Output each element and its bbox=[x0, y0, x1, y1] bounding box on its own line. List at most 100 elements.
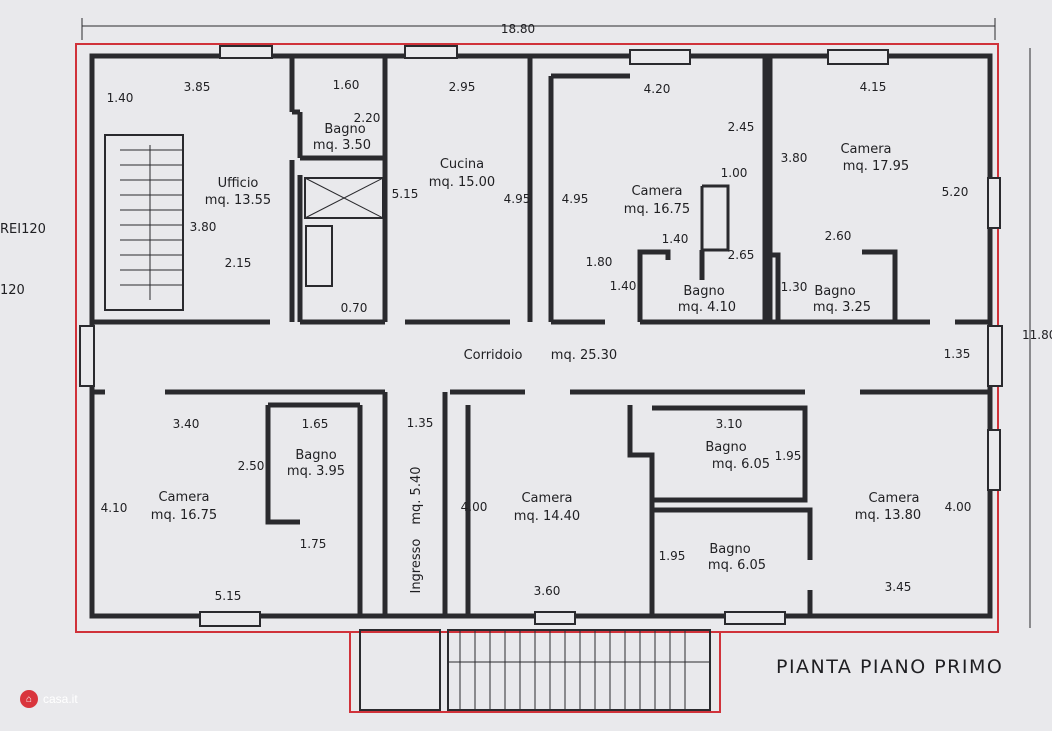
dim: 1.00 bbox=[721, 166, 748, 180]
wall bbox=[652, 507, 813, 560]
dim: 5.15 bbox=[215, 589, 242, 603]
brand-watermark: ⌂ casa.it bbox=[20, 690, 78, 708]
dim: 3.60 bbox=[534, 584, 561, 598]
dim: 1.95 bbox=[659, 549, 686, 563]
exterior-wall bbox=[89, 53, 993, 619]
room-name-camera-e: Camera bbox=[868, 491, 919, 506]
dim: 1.30 bbox=[781, 280, 808, 294]
room-labels: Ufficio mq. 13.55 Bagno mq. 3.50 Cucina … bbox=[151, 122, 921, 594]
room-name-cucina: Cucina bbox=[440, 157, 484, 172]
dim: 2.20 bbox=[354, 111, 381, 125]
left-note-rei: REI120 bbox=[0, 222, 46, 237]
shower-cross bbox=[304, 177, 384, 219]
stairwell bbox=[104, 134, 184, 311]
dim: 1.35 bbox=[944, 347, 971, 361]
dim: 3.40 bbox=[173, 417, 200, 431]
room-area-ufficio: mq. 13.55 bbox=[205, 193, 271, 208]
room-area-bagno-f: mq. 6.05 bbox=[708, 558, 766, 573]
room-area-bagno-e: mq. 6.05 bbox=[712, 457, 770, 472]
dim: 3.85 bbox=[184, 80, 211, 94]
room-name-camera-a: Camera bbox=[631, 184, 682, 199]
room-area-cucina: mq. 15.00 bbox=[429, 175, 495, 190]
dim: 2.45 bbox=[728, 120, 755, 134]
stair-treads bbox=[120, 145, 183, 300]
dim: 3.10 bbox=[716, 417, 743, 431]
dim: 1.35 bbox=[407, 416, 434, 430]
room-name-camera-d: Camera bbox=[521, 491, 572, 506]
stair-outline bbox=[349, 632, 721, 713]
home-icon: ⌂ bbox=[20, 690, 38, 708]
room-name-camera-c: Camera bbox=[158, 490, 209, 505]
room-name-bagno-b: Bagno bbox=[683, 284, 724, 299]
shower bbox=[304, 177, 384, 219]
dim: 3.80 bbox=[781, 151, 808, 165]
dim: 4.15 bbox=[860, 80, 887, 94]
dim: 1.80 bbox=[586, 255, 613, 269]
dimension-labels: 3.85 1.40 3.80 2.15 1.60 2.20 5.15 0.70 … bbox=[101, 78, 972, 603]
dim: 1.40 bbox=[107, 91, 134, 105]
windows bbox=[79, 45, 1003, 627]
dim: 1.65 bbox=[302, 417, 329, 431]
room-area-ingresso: mq. 5.40 bbox=[409, 466, 424, 524]
toilet bbox=[305, 225, 333, 287]
wall bbox=[627, 405, 655, 616]
room-name-bagno-d: Bagno bbox=[295, 448, 336, 463]
room-area-camera-a: mq. 16.75 bbox=[624, 202, 690, 217]
room-area-bagno-a: mq. 3.50 bbox=[313, 138, 371, 153]
room-name-camera-b: Camera bbox=[840, 142, 891, 157]
room-area-bagno-c: mq. 3.25 bbox=[813, 300, 871, 315]
room-name-bagno-c: Bagno bbox=[814, 284, 855, 299]
dim: 4.20 bbox=[644, 82, 671, 96]
dim: 2.60 bbox=[825, 229, 852, 243]
wall bbox=[862, 249, 898, 322]
dim: 2.65 bbox=[728, 248, 755, 262]
room-area-camera-b: mq. 17.95 bbox=[843, 159, 909, 174]
dim: 1.75 bbox=[300, 537, 327, 551]
room-name-corridoio: Corridoio bbox=[464, 348, 523, 363]
room-name-bagno-a: Bagno bbox=[324, 122, 365, 137]
dim: 4.10 bbox=[101, 501, 128, 515]
dim: 4.00 bbox=[461, 500, 488, 514]
dim: 4.95 bbox=[504, 192, 531, 206]
overall-depth-label: 11.80 bbox=[1022, 328, 1052, 342]
dim: 5.20 bbox=[942, 185, 969, 199]
plan-title: PIANTA PIANO PRIMO bbox=[776, 656, 1004, 678]
wall bbox=[265, 405, 300, 525]
room-name-ingresso: Ingresso bbox=[409, 539, 424, 594]
room-ingresso: Ingresso mq. 5.40 bbox=[409, 466, 424, 593]
dim: 1.40 bbox=[662, 232, 689, 246]
dim: 5.15 bbox=[392, 187, 419, 201]
dim: 1.60 bbox=[333, 78, 360, 92]
shaft bbox=[700, 184, 730, 252]
room-area-camera-d: mq. 14.40 bbox=[514, 509, 580, 524]
wall bbox=[652, 405, 808, 503]
dim: 4.95 bbox=[562, 192, 589, 206]
room-area-bagno-d: mq. 3.95 bbox=[287, 464, 345, 479]
room-area-camera-e: mq. 13.80 bbox=[855, 508, 921, 523]
landing bbox=[359, 629, 441, 711]
room-area-corridoio: mq. 25.30 bbox=[551, 348, 617, 363]
dim: 2.50 bbox=[238, 459, 265, 473]
room-area-bagno-b: mq. 4.10 bbox=[678, 300, 736, 315]
brand-name: casa.it bbox=[43, 692, 78, 706]
dim: 3.80 bbox=[190, 220, 217, 234]
wall bbox=[637, 249, 671, 322]
dim: 2.95 bbox=[449, 80, 476, 94]
room-area-camera-c: mq. 16.75 bbox=[151, 508, 217, 523]
left-note-120: 120 bbox=[0, 283, 25, 298]
room-name-bagno-e: Bagno bbox=[705, 440, 746, 455]
dim: 0.70 bbox=[341, 301, 368, 315]
wall bbox=[770, 252, 781, 322]
room-name-ufficio: Ufficio bbox=[218, 176, 259, 191]
overall-width-label: 18.80 bbox=[501, 22, 535, 36]
dim: 1.40 bbox=[610, 279, 637, 293]
dim: 2.15 bbox=[225, 256, 252, 270]
dim: 1.95 bbox=[775, 449, 802, 463]
entrance-stairs bbox=[447, 629, 711, 711]
room-name-bagno-f: Bagno bbox=[709, 542, 750, 557]
dim: 3.45 bbox=[885, 580, 912, 594]
stair-treads bbox=[448, 630, 710, 710]
building-outline bbox=[75, 43, 999, 633]
dim: 4.00 bbox=[945, 500, 972, 514]
